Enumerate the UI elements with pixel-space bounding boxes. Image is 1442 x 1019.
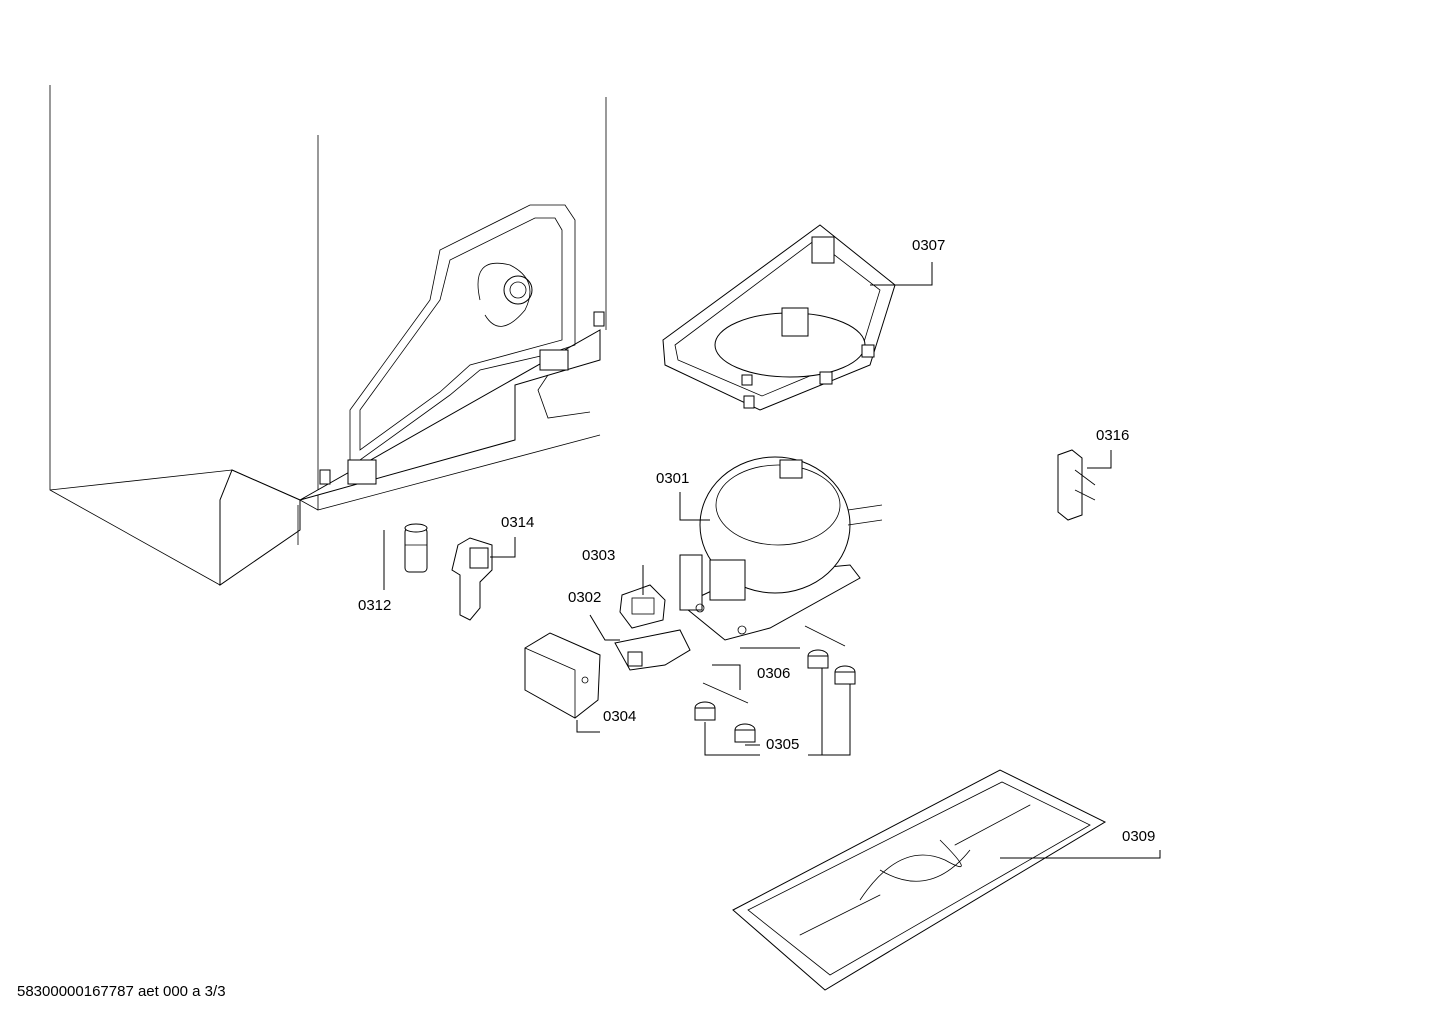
part-0314-drawing	[451, 537, 493, 621]
leader-lines	[383, 262, 1161, 859]
part-0309-drawing	[732, 769, 1107, 991]
document-footer-id: 58300000167787 aet 000 a 3/3	[17, 983, 226, 1000]
part-label-0301: 0301	[656, 470, 690, 487]
part-0305-drawing	[694, 649, 856, 743]
part-label-0302: 0302	[568, 589, 602, 606]
part-label-0304: 0304	[603, 708, 637, 725]
part-label-0316: 0316	[1096, 427, 1130, 444]
part-0301-drawing	[679, 456, 883, 641]
part-0312-drawing	[404, 523, 428, 573]
part-0307-drawing	[662, 224, 896, 411]
part-0302-drawing	[614, 629, 691, 671]
part-0303-drawing	[619, 584, 666, 629]
part-label-0306: 0306	[757, 665, 791, 682]
part-label-0305: 0305	[766, 736, 800, 753]
cabinet-drawing	[49, 85, 607, 586]
part-label-0312: 0312	[358, 597, 392, 614]
part-0316-drawing	[1057, 449, 1096, 521]
part-label-0309: 0309	[1122, 828, 1156, 845]
part-label-0314: 0314	[501, 514, 535, 531]
part-label-0303: 0303	[582, 547, 616, 564]
part-0306-drawing	[702, 625, 846, 704]
part-label-0307: 0307	[912, 237, 946, 254]
part-0304-drawing	[524, 632, 601, 719]
